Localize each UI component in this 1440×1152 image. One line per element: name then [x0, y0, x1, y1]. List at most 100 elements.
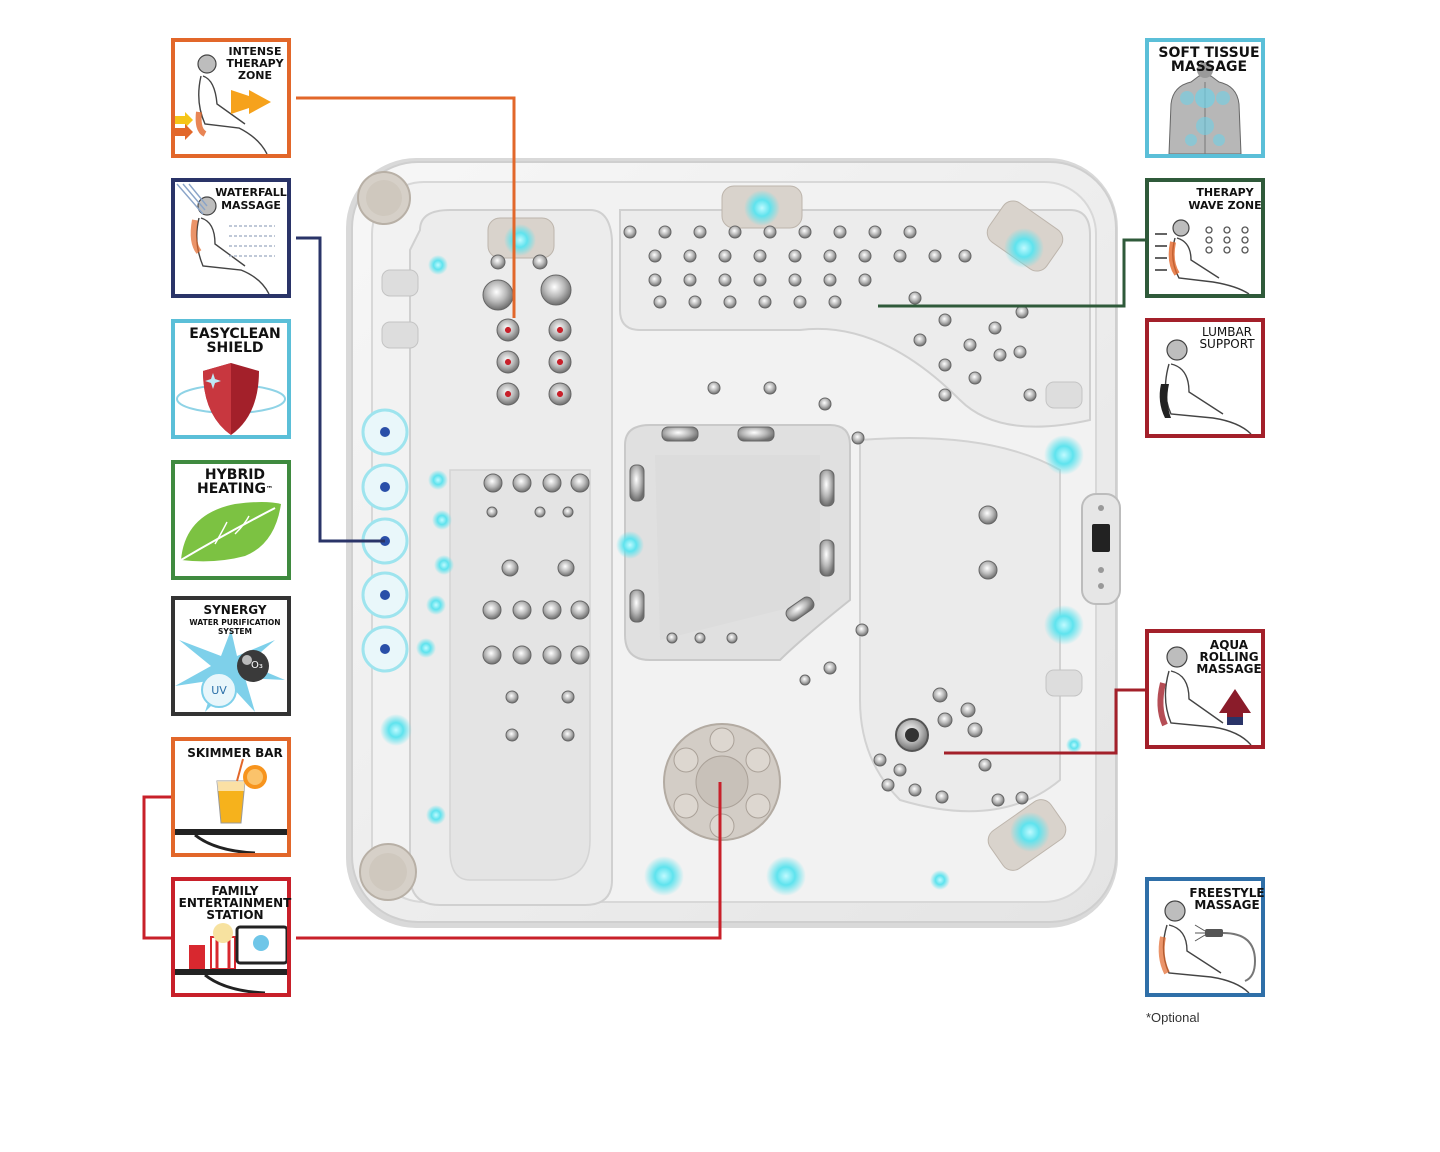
jet: [968, 371, 982, 385]
jet: [490, 254, 506, 270]
jet: [763, 225, 777, 239]
jet: [570, 600, 590, 620]
led-lights: [380, 190, 1084, 896]
jet: [893, 763, 907, 777]
water-splash-icon: [175, 630, 285, 712]
card-synergy: SYNERGY WATER PURIFICATION SYSTEM O₃ UV: [171, 596, 291, 716]
jet: [823, 661, 837, 675]
jet: [648, 273, 662, 287]
muscle-torso-icon: [1168, 62, 1242, 154]
card-title: SKIMMER BAR: [187, 746, 283, 760]
jet: [798, 225, 812, 239]
jet: [1015, 791, 1029, 805]
jet: [512, 473, 532, 493]
card-freestyle-massage: FREESTYLE MASSAGE: [1145, 877, 1265, 997]
jet: [753, 249, 767, 263]
jet: [557, 559, 575, 577]
card-subtitle: WATER PURIFICATION SYSTEM: [189, 618, 281, 636]
line-intense-therapy: [296, 96, 516, 318]
jet-core: [504, 358, 512, 366]
optional-footnote: *Optional: [1146, 1010, 1200, 1025]
jet: [928, 249, 942, 263]
drink-tray-icon: [175, 758, 287, 853]
card-family-entertainment-station: FAMILY ENTERTAINMENT STATION: [171, 877, 291, 997]
jet: [648, 249, 662, 263]
jet: [913, 333, 927, 347]
jet: [855, 623, 869, 637]
jet: [482, 279, 514, 311]
jet: [512, 600, 532, 620]
seated-figure-heat-icon: [175, 54, 271, 154]
jet: [873, 753, 887, 767]
jet-core: [556, 358, 564, 366]
jet: [683, 273, 697, 287]
line-skimmer: [142, 795, 172, 940]
jet: [653, 295, 667, 309]
jet: [688, 295, 702, 309]
jet: [561, 690, 575, 704]
jet: [858, 249, 872, 263]
jet: [908, 291, 922, 305]
ozone-label: O₃: [251, 660, 263, 671]
jet: [828, 295, 842, 309]
jet: [753, 273, 767, 287]
jet: [793, 295, 807, 309]
jet: [788, 249, 802, 263]
jet: [532, 254, 548, 270]
jet: [938, 313, 952, 327]
trademark-mark: ™: [266, 485, 273, 493]
jet: [718, 249, 732, 263]
jet: [960, 702, 976, 718]
jet: [788, 273, 802, 287]
jet: [893, 249, 907, 263]
card-title: WATERFALL MASSAGE: [215, 186, 287, 212]
jet: [938, 388, 952, 402]
rolling-figure-icon: [1157, 646, 1252, 745]
jet: [833, 225, 847, 239]
jet: [851, 431, 865, 445]
jet: [562, 506, 574, 518]
jet: [693, 225, 707, 239]
jet: [993, 348, 1007, 362]
handheld-sprayer-icon: [1158, 900, 1257, 993]
jet: [718, 273, 732, 287]
leaf-icon: [180, 502, 281, 562]
jet-array: [482, 225, 1037, 807]
shield-icon: [176, 363, 286, 435]
jet-core: [504, 390, 512, 398]
card-lumbar-support: LUMBAR SUPPORT: [1145, 318, 1265, 438]
line-aqua-rolling: [944, 688, 1146, 755]
jet: [658, 225, 672, 239]
jet: [486, 506, 498, 518]
jet: [534, 506, 546, 518]
jet: [683, 249, 697, 263]
card-intense-therapy-zone: INTENSE THERAPY ZONE: [171, 38, 291, 158]
jet: [932, 687, 948, 703]
jet: [505, 690, 519, 704]
entertainment-pedestal: [663, 723, 781, 841]
jet: [1023, 388, 1037, 402]
lumbar-figure-icon: [1159, 339, 1252, 434]
waterfall-figure-icon: [176, 183, 275, 294]
jet: [988, 321, 1002, 335]
jet: [1015, 305, 1029, 319]
jet: [542, 600, 562, 620]
jet: [728, 225, 742, 239]
jet: [570, 645, 590, 665]
jet: [723, 295, 737, 309]
line-therapy-wave: [878, 238, 1146, 308]
card-title: FAMILY ENTERTAINMENT STATION: [178, 884, 292, 922]
entertainment-tray-icon: [175, 923, 287, 993]
jet: [505, 728, 519, 742]
jet: [707, 381, 721, 395]
jet: [540, 274, 572, 306]
card-title: LUMBAR SUPPORT: [1199, 325, 1255, 351]
jet: [823, 273, 837, 287]
jet: [908, 783, 922, 797]
jet: [570, 473, 590, 493]
card-easyclean-shield: EASYCLEAN SHIELD: [171, 319, 291, 439]
jet: [818, 397, 832, 411]
jet: [666, 632, 678, 644]
